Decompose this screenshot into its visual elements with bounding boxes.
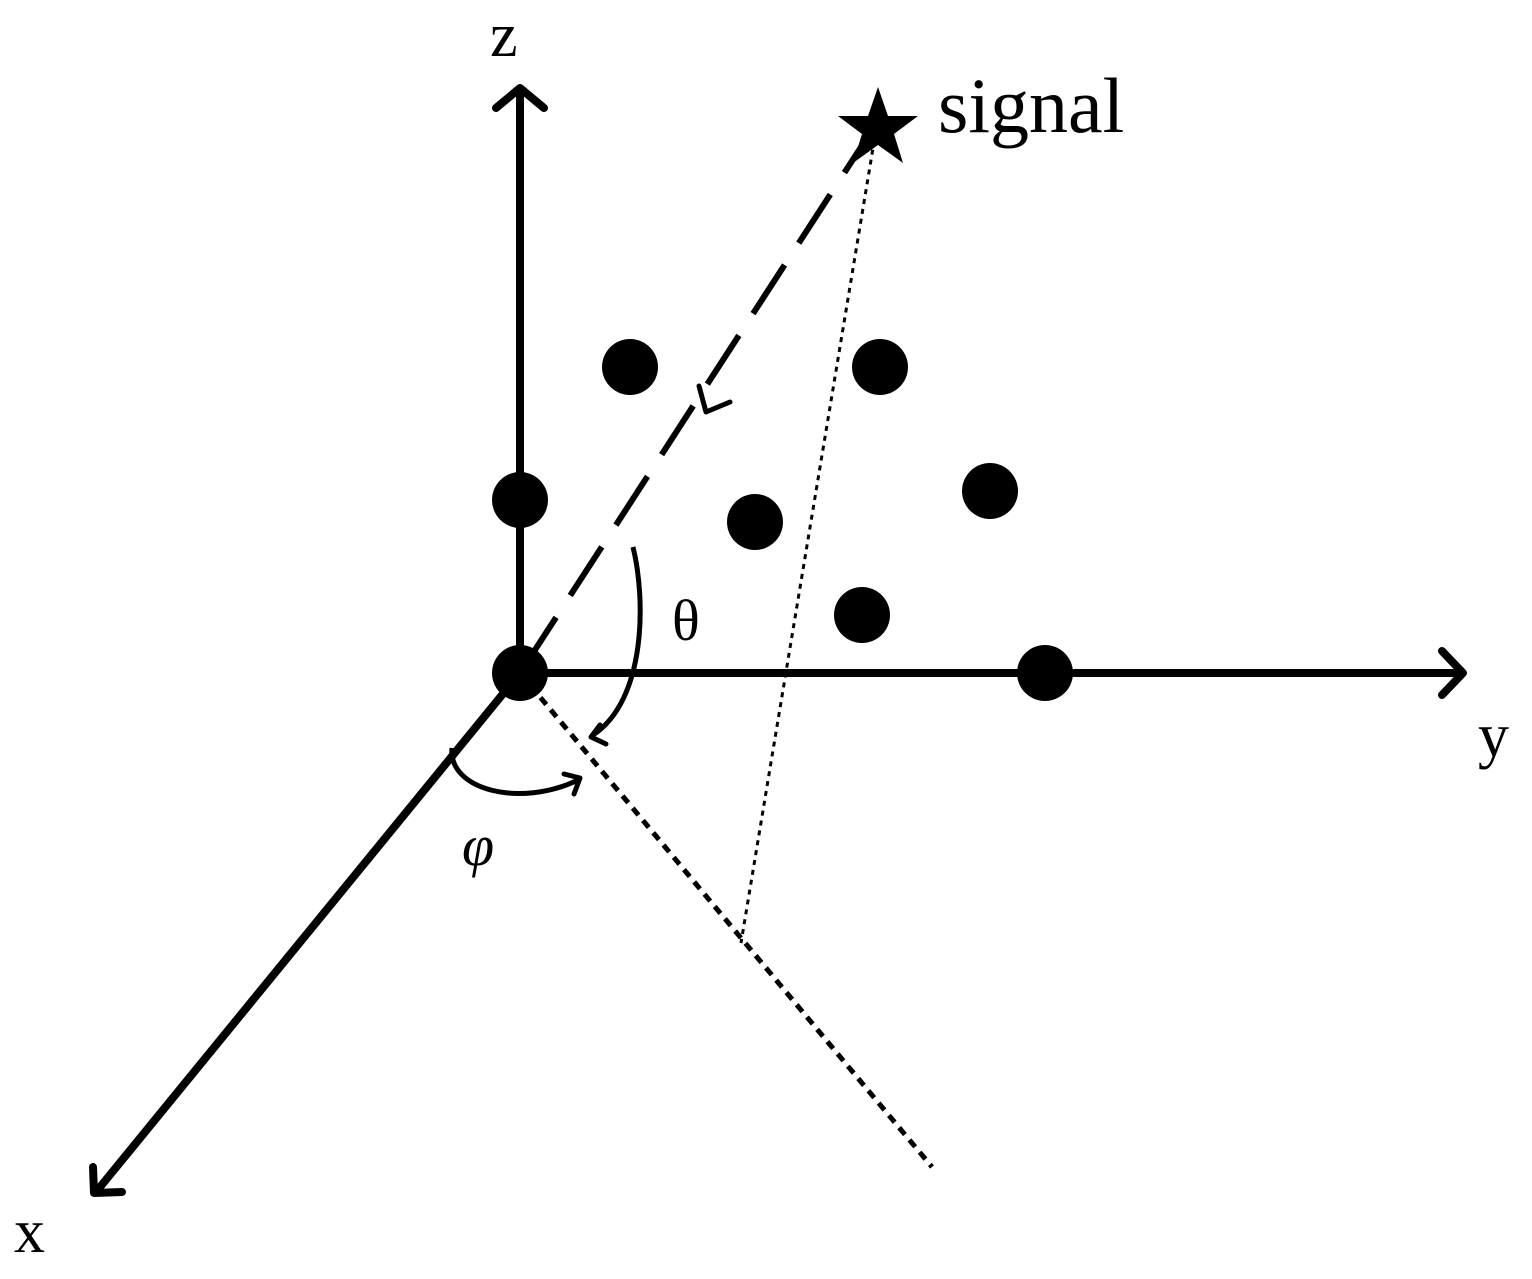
sensor-y xyxy=(1017,645,1073,701)
theta-arrowhead xyxy=(588,722,609,747)
azimuth-line xyxy=(518,671,934,1169)
z-axis-label: z xyxy=(490,2,518,70)
phi-label: φ xyxy=(462,813,494,878)
phi-arrowhead xyxy=(561,771,583,797)
theta-label: θ xyxy=(672,588,700,653)
sensor-array xyxy=(492,339,1073,701)
x-axis-label: x xyxy=(14,1198,45,1266)
sensor xyxy=(602,339,658,395)
sensor-origin xyxy=(492,645,548,701)
sensor xyxy=(834,587,890,643)
x-axis xyxy=(92,670,524,1195)
axes xyxy=(89,84,1467,1197)
signal-label: signal xyxy=(938,62,1124,149)
projection-line xyxy=(739,129,878,944)
y-axis-arrowhead xyxy=(1438,647,1467,699)
theta-arc xyxy=(588,546,643,747)
z-axis-arrowhead xyxy=(492,84,548,112)
incidence-arrowhead xyxy=(696,383,733,415)
phi-arc xyxy=(449,747,583,797)
sensor-z xyxy=(492,472,548,528)
star-icon xyxy=(838,87,918,163)
y-axis-label: y xyxy=(1478,702,1509,770)
x-axis-arrowhead xyxy=(89,1163,126,1197)
sensor xyxy=(727,494,783,550)
sensor xyxy=(962,463,1018,519)
signal-incidence-line xyxy=(517,122,879,675)
sensor xyxy=(852,339,908,395)
